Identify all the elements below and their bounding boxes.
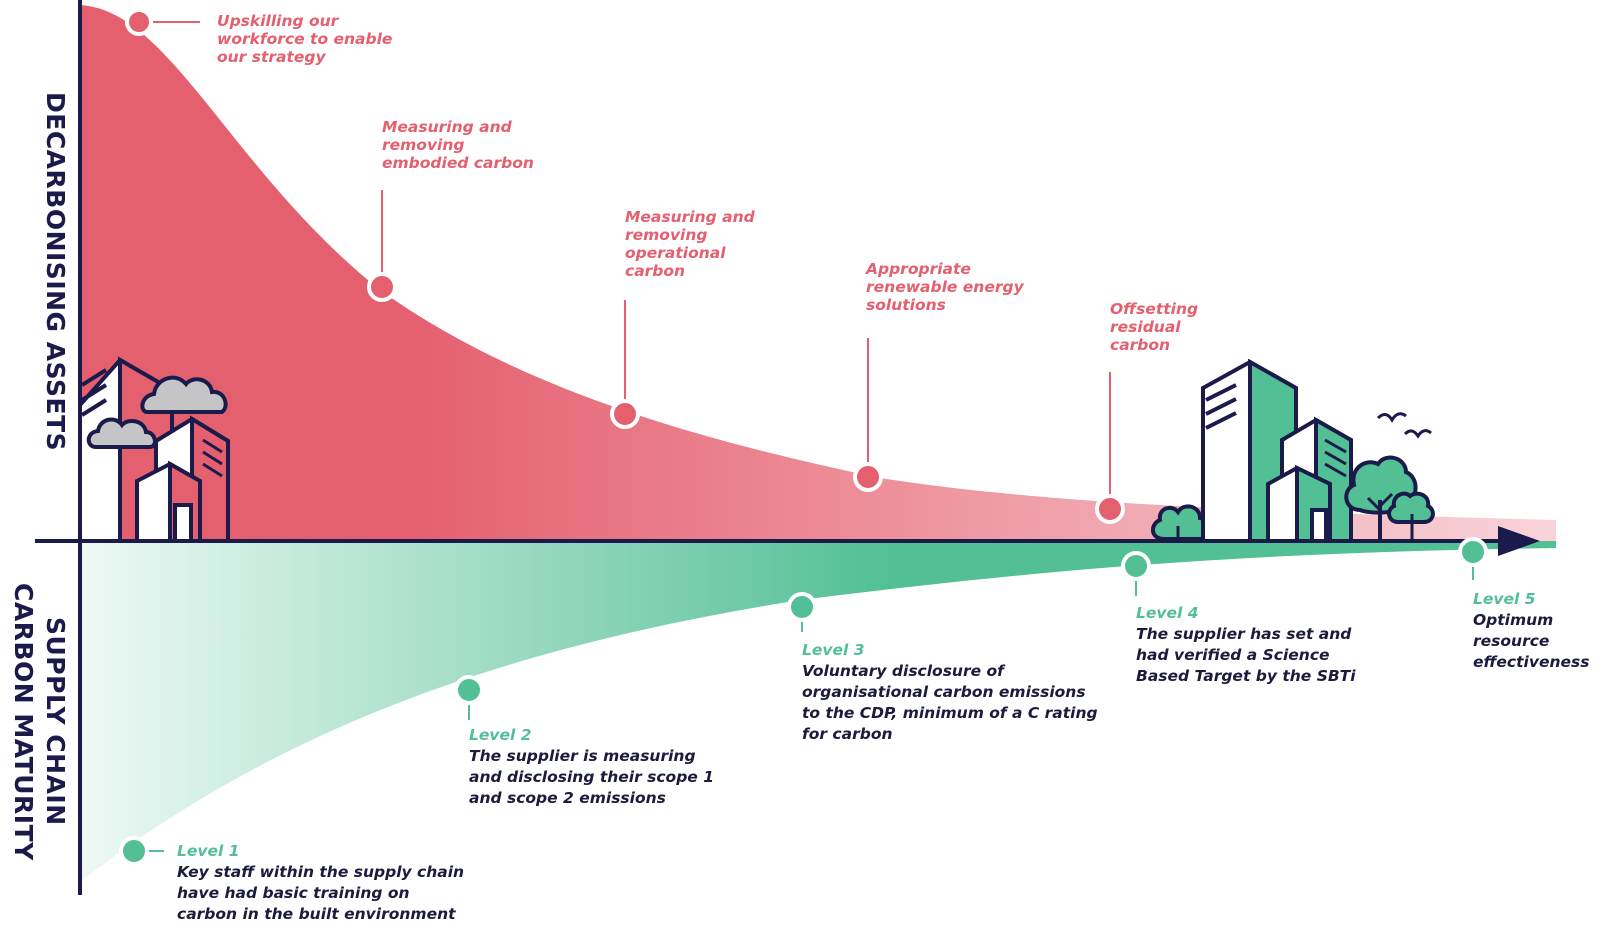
cloud-icon: [140, 375, 228, 414]
level-2-marker: [454, 675, 484, 720]
level-2-title: Level 2: [469, 726, 532, 744]
milestone-5: [1095, 372, 1125, 524]
milestone-2: [367, 190, 397, 302]
axis-arrowhead: [1498, 526, 1540, 556]
lower-axis-title-line1: SUPPLY CHAIN: [41, 617, 70, 826]
level-4-title: Level 4: [1136, 604, 1199, 622]
level-5-title: Level 5: [1473, 590, 1536, 608]
level-3-title: Level 3: [802, 641, 865, 659]
lower-axis-title-line2: CARBON MATURITY: [9, 583, 38, 861]
left-city: [78, 356, 230, 543]
milestone-3: [610, 300, 640, 429]
level-1-title: Level 1: [177, 842, 240, 860]
bird-icon: [1376, 412, 1407, 423]
right-city: [1151, 358, 1435, 543]
level-5-marker: [1458, 537, 1488, 580]
level-4-marker: [1121, 551, 1151, 596]
bird-icon: [1403, 429, 1432, 439]
upper-axis-title: DECARBONISING ASSETS: [41, 92, 70, 452]
level-1-marker: [119, 836, 164, 866]
cloud-icon: [86, 417, 157, 449]
building-icon: [1266, 464, 1332, 543]
milestone-1: [125, 8, 200, 36]
level-3-marker: [787, 592, 817, 632]
decarbonising-area: [80, 5, 1556, 541]
milestone-4: [853, 338, 883, 492]
building-icon: [135, 460, 202, 543]
maturity-area: [80, 541, 1556, 882]
tree-icon: [1387, 491, 1435, 541]
